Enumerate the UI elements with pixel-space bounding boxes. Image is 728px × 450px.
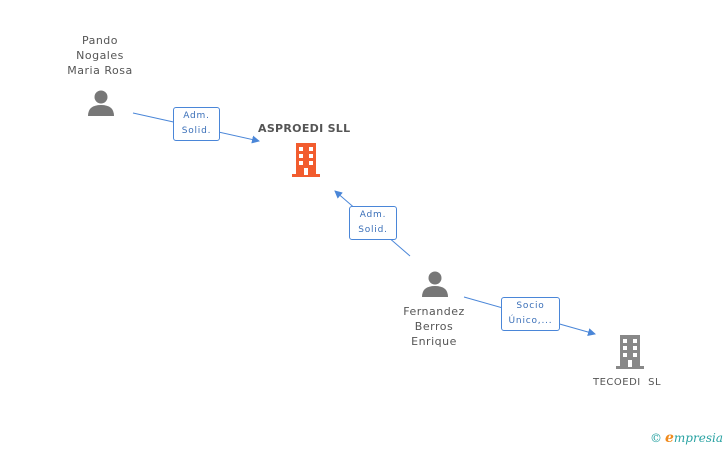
person-name-pando: Pando Nogales Maria Rosa xyxy=(48,33,152,78)
building-icon[interactable] xyxy=(614,334,646,370)
person-name-line: Pando xyxy=(81,34,119,47)
relation-label[interactable]: Adm. Solid. xyxy=(349,206,397,240)
relation-label[interactable]: Adm. Solid. xyxy=(173,107,220,141)
person-name-fernandez: Fernandez Berros Enrique xyxy=(382,304,486,349)
copyright-symbol: © xyxy=(650,431,662,445)
person-name-line: Nogales xyxy=(76,49,124,62)
relation-label-line: Único,... xyxy=(508,316,553,326)
person-name-line: Enrique xyxy=(411,335,457,348)
relation-label-line: Socio xyxy=(516,301,545,311)
relation-label-line: Adm. xyxy=(183,111,210,121)
brand-rest: mpresia xyxy=(673,431,723,445)
person-icon[interactable] xyxy=(86,88,116,118)
relation-label-line: Adm. xyxy=(359,210,387,220)
person-icon[interactable] xyxy=(420,269,450,299)
relation-label-line: Solid. xyxy=(358,225,388,235)
relation-label[interactable]: Socio Único,... xyxy=(501,297,560,331)
brand-initial: e xyxy=(665,430,674,446)
building-icon[interactable] xyxy=(290,142,322,178)
relation-label-line: Solid. xyxy=(181,126,212,136)
company-name-asproedi[interactable]: ASPROEDI SLL xyxy=(258,122,351,135)
person-name-line: Berros xyxy=(414,320,454,333)
person-name-line: Maria Rosa xyxy=(67,64,133,77)
person-name-line: Fernandez xyxy=(403,305,465,318)
company-name-tecoedi[interactable]: TECOEDI SL xyxy=(592,377,662,388)
empresia-watermark: ©empresia xyxy=(650,430,723,446)
